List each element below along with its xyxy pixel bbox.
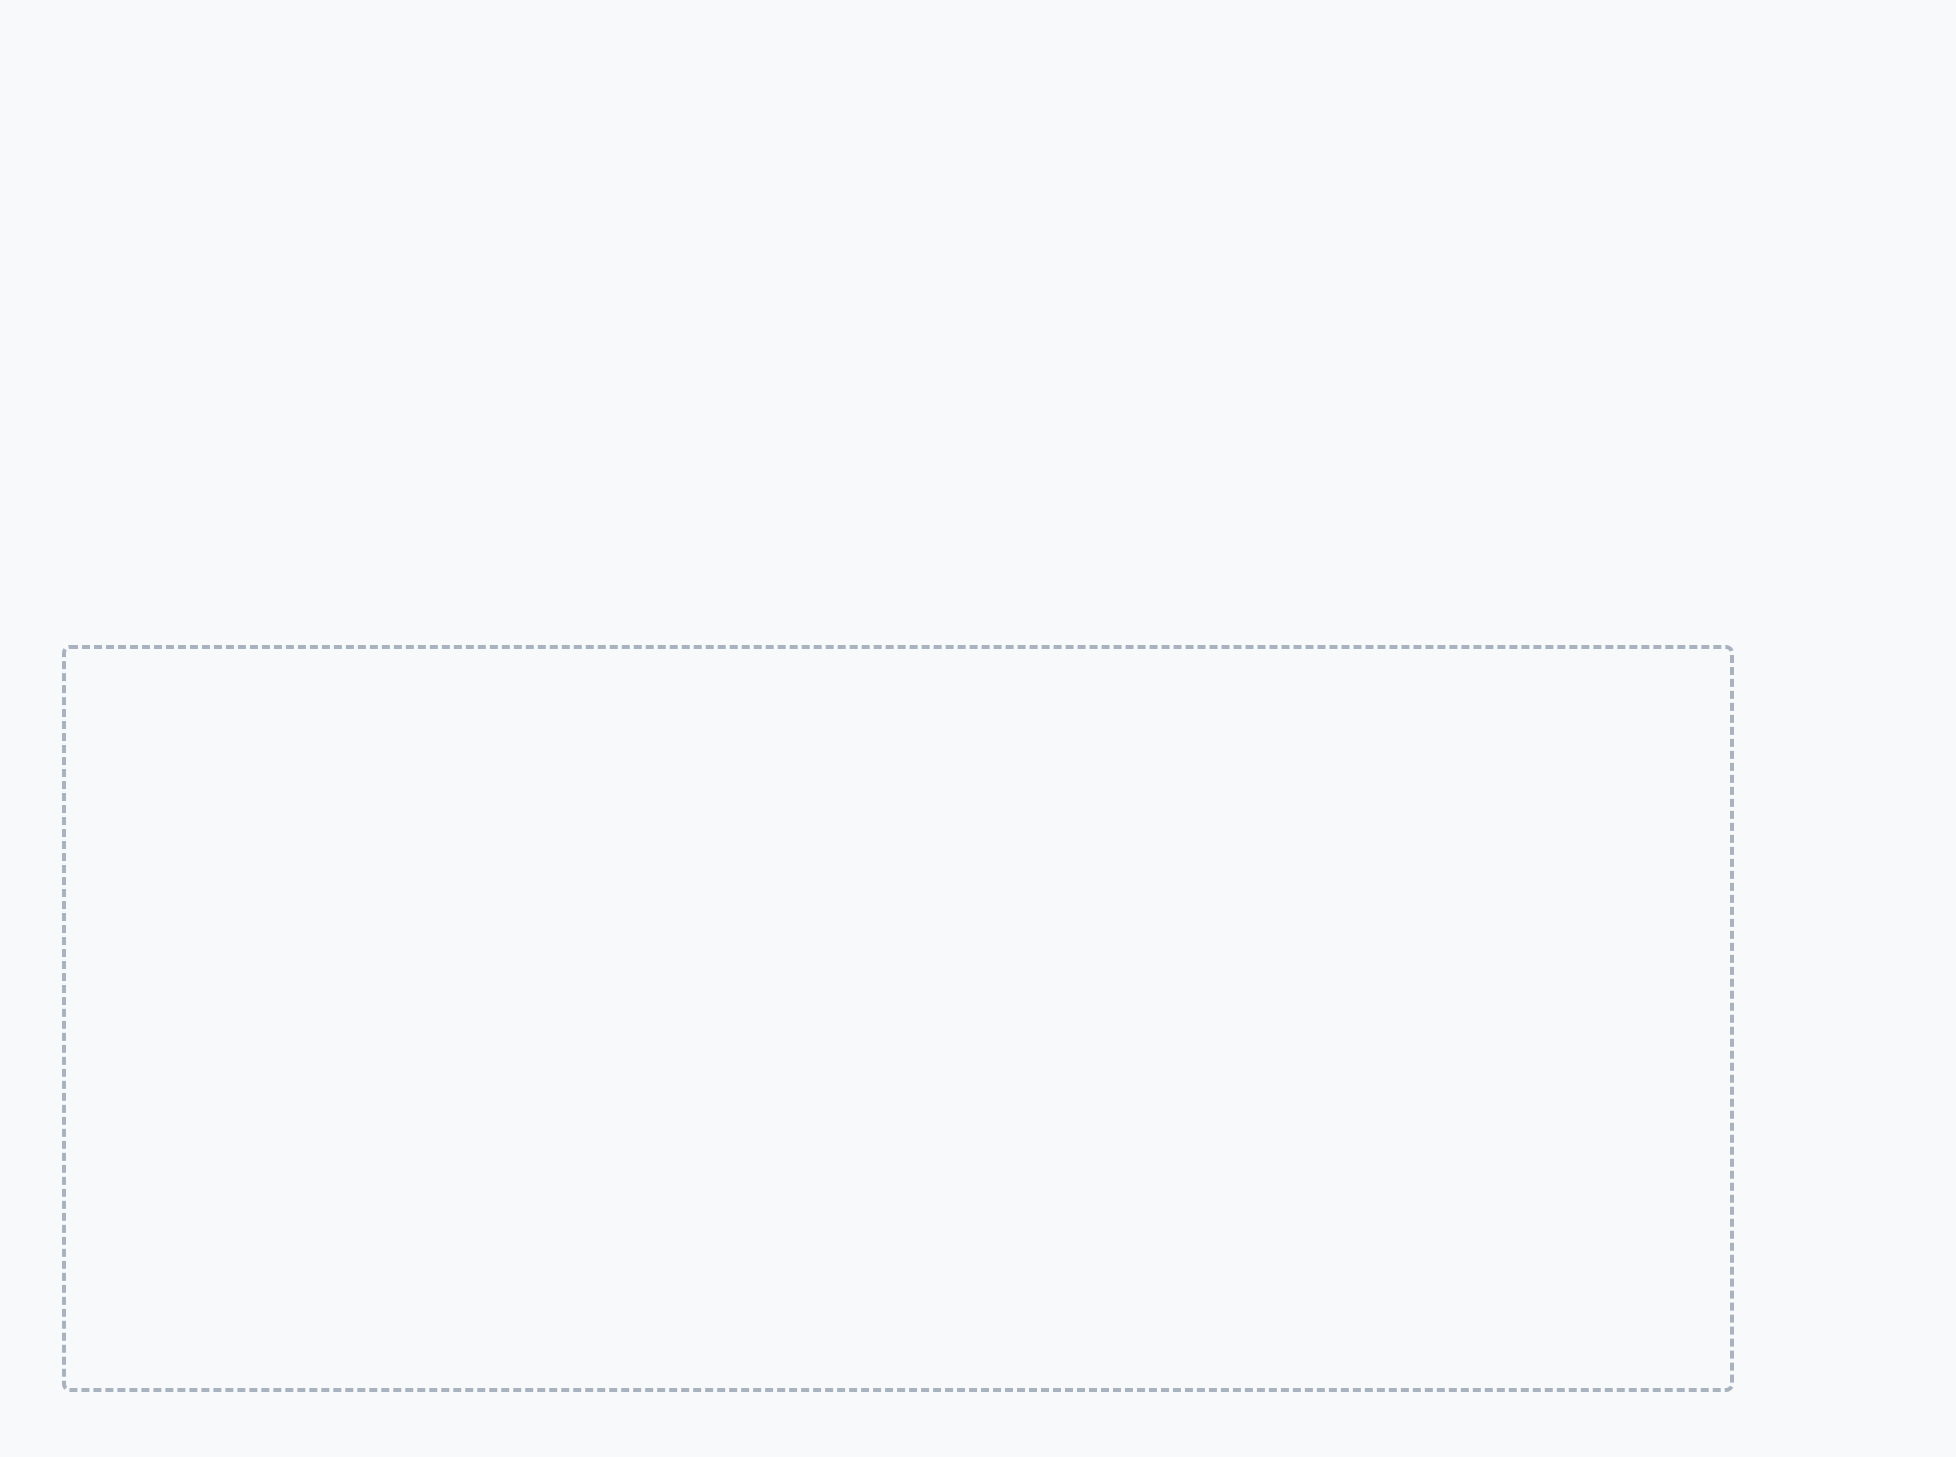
auth-group-container <box>62 645 1734 1392</box>
